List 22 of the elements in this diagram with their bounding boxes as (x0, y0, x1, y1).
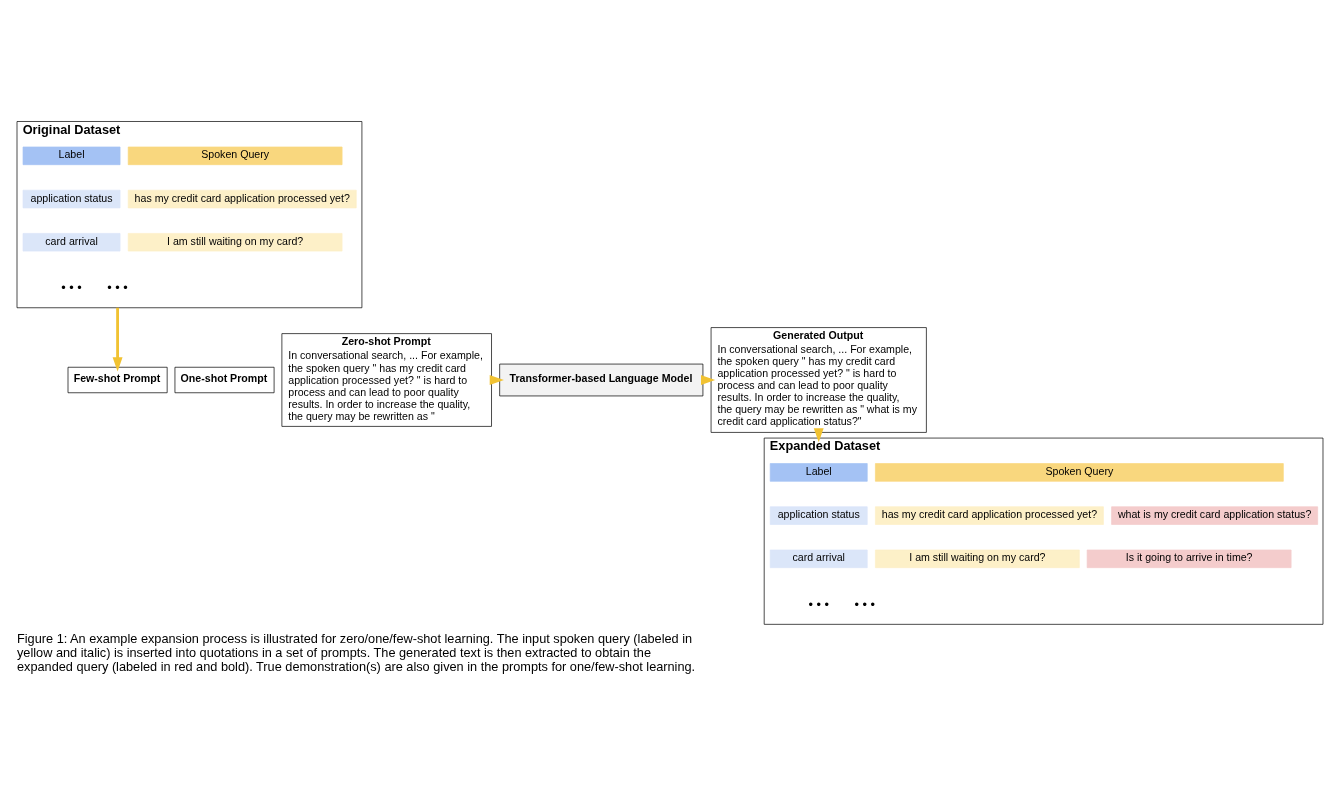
arrow (112, 307, 123, 372)
node-box: Label (22, 146, 121, 166)
node-box: card arrival (22, 233, 121, 252)
node-box: Spoken Query (127, 146, 343, 166)
node-box: what is my credit card application status? (1111, 506, 1319, 525)
node-box: I am still waiting on my card? (875, 549, 1080, 569)
node-box: Is it going to arrive in time? (1086, 549, 1292, 569)
node-text: • • • (107, 280, 128, 296)
node-text: • • • (61, 280, 82, 296)
node-box: Spoken Query (875, 463, 1284, 482)
node-text: • • • (854, 597, 875, 613)
node-box: Few-shot Prompt (67, 366, 168, 394)
node-box: I am still waiting on my card? (127, 233, 343, 252)
node-text: • • • (808, 597, 829, 613)
node-box: card arrival (769, 549, 868, 569)
node-box: Label (769, 463, 868, 482)
node-box: application status (769, 506, 868, 525)
caption: Figure 1: An example expansion process is illustrated for zero/one/few-shot learning. The input spoken query (labeled in yellow and italic) is inserted into quotations in a set of prompts. The generated text is then extracted to obtain the expanded query (labeled in red and bold). True demonstration(s) are also given in the prompts for one/few-shot learning. (17, 631, 696, 675)
node-box: has my credit card application processed yet? (875, 506, 1104, 525)
node-box: application status (22, 189, 121, 209)
node-box: has my credit card application processed yet? (127, 189, 357, 209)
node-box: One-shot Prompt (174, 366, 275, 394)
